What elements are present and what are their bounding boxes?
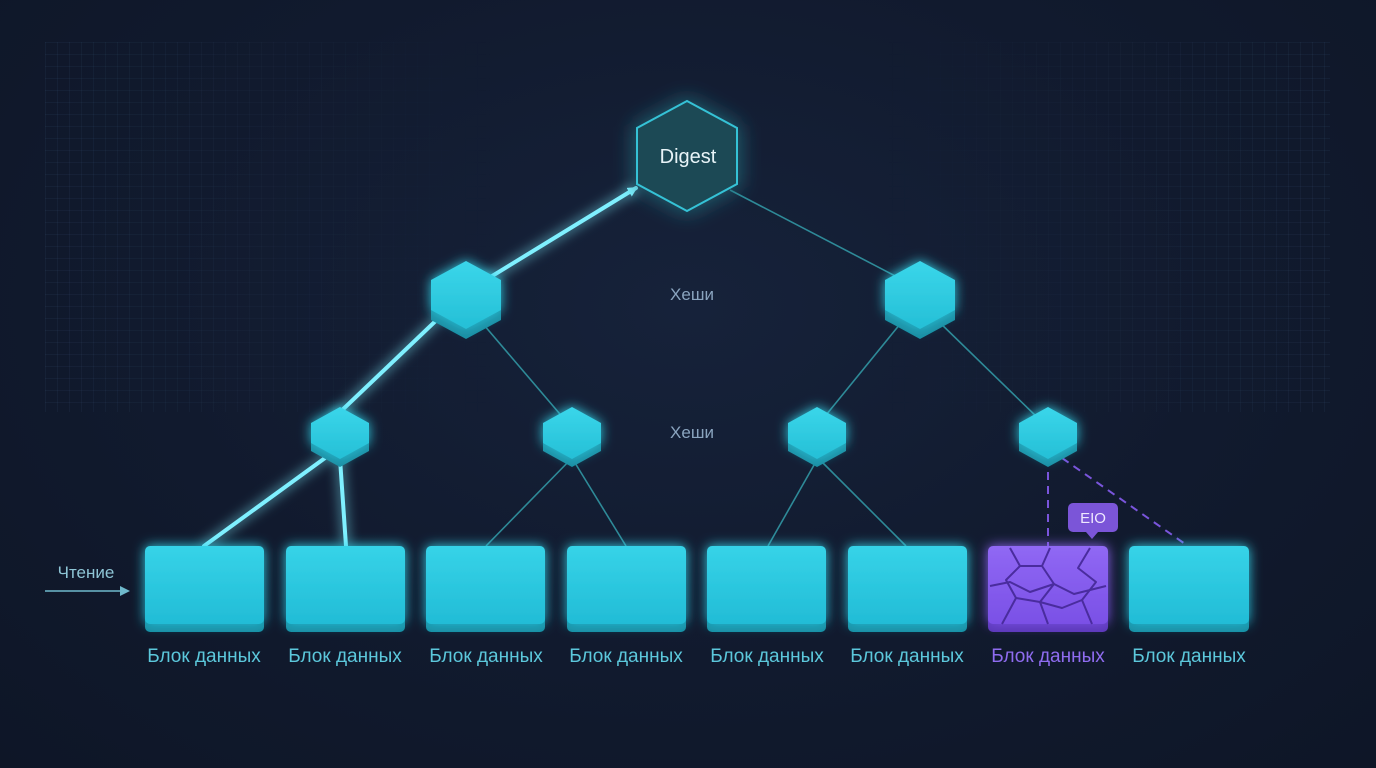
read-label: Чтение xyxy=(58,563,115,582)
eio-badge-label: EIO xyxy=(1080,510,1106,527)
block-7 xyxy=(1129,546,1249,632)
background-grid-left xyxy=(45,42,495,412)
crack-lines xyxy=(989,547,1107,625)
block-2 xyxy=(426,546,545,632)
background-grid-right xyxy=(880,42,1330,412)
root-node: Digest xyxy=(636,99,738,213)
block-4 xyxy=(707,546,826,632)
verification-path xyxy=(202,186,638,548)
block-label-7: Блок данных xyxy=(1132,646,1246,667)
block-6-corrupted xyxy=(988,546,1108,632)
edge-l2c-b5 xyxy=(817,457,907,547)
block-label-3: Блок данных xyxy=(569,646,683,667)
edge-l2c-b4 xyxy=(767,457,819,547)
edge-l2b-b2 xyxy=(485,457,573,547)
level-label-1: Хеши xyxy=(670,285,714,304)
block-0 xyxy=(145,546,264,632)
tree-edges xyxy=(477,189,1041,547)
hash-node-l1-right xyxy=(885,261,955,339)
block-label-4: Блок данных xyxy=(710,646,824,667)
edge-root-right xyxy=(729,189,904,281)
block-5 xyxy=(848,546,967,632)
path-b0-l2a xyxy=(202,448,338,548)
block-3 xyxy=(567,546,686,632)
eio-error-badge: EIO xyxy=(1068,503,1118,539)
block-label-2: Блок данных xyxy=(429,646,543,667)
block-label-0: Блок данных xyxy=(147,646,261,667)
hash-node-l2-c xyxy=(788,407,846,467)
edge-l1b-l2c xyxy=(821,317,906,421)
edge-l1b-l2d xyxy=(934,317,1041,421)
block-label-6: Блок данных xyxy=(991,646,1105,667)
hash-node-l2-d xyxy=(1019,407,1077,467)
path-l1a-root xyxy=(464,186,638,294)
level-label-2: Хеши xyxy=(670,423,714,442)
hash-node-l2-a xyxy=(311,407,369,467)
read-indicator: Чтение xyxy=(45,563,130,596)
error-edges xyxy=(1047,457,1189,548)
block-label-5: Блок данных xyxy=(850,646,964,667)
edge-l1a-l2b xyxy=(477,317,566,421)
block-1 xyxy=(286,546,405,632)
edge-l2b-b3 xyxy=(571,457,627,547)
block-label-1: Блок данных xyxy=(288,646,402,667)
hash-node-l1-left xyxy=(431,261,501,339)
hash-node-l2-b xyxy=(543,407,601,467)
root-label: Digest xyxy=(660,146,717,168)
edge-l2d-b7 xyxy=(1061,457,1189,547)
